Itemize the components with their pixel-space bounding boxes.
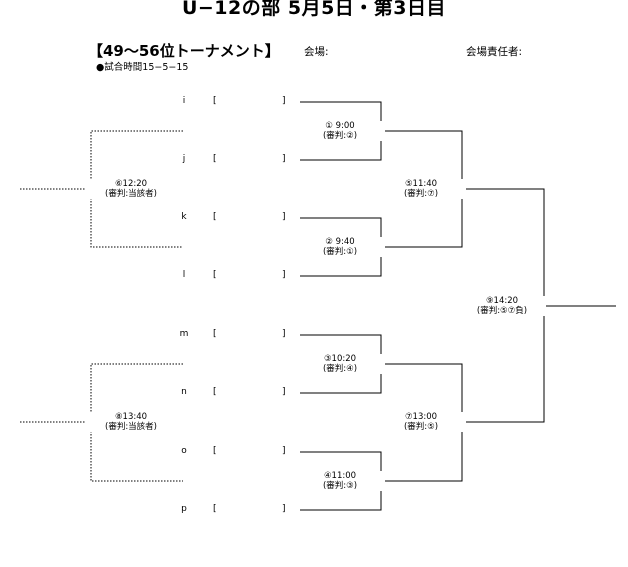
match-5-label: ⑤11:40 (審判:⑦) — [376, 179, 466, 199]
team-letter-n: n — [181, 387, 187, 397]
team-letter-l: l — [182, 270, 186, 280]
team-close-bracket: ] — [282, 212, 286, 222]
match-referee: (審判:⑤⑦負) — [476, 306, 528, 316]
team-letter-i: i — [182, 96, 186, 106]
match-time: ① 9:00 — [325, 121, 355, 131]
team-letter-j: j — [182, 154, 186, 164]
team-letter-m: m — [179, 329, 189, 339]
team-open-bracket: [ — [213, 270, 217, 280]
match-8-label: ⑧13:40 (審判:当該者) — [86, 412, 176, 432]
match-referee: (審判:③) — [322, 481, 358, 491]
team-open-bracket: [ — [213, 387, 217, 397]
match-referee: (審判:④) — [322, 364, 358, 374]
match-3-label: ③10:20 (審判:④) — [295, 354, 385, 374]
team-letter-p: p — [181, 504, 187, 514]
match-9-label: ⑨14:20 (審判:⑤⑦負) — [458, 296, 546, 316]
match-time: ③10:20 — [323, 354, 357, 364]
team-open-bracket: [ — [213, 96, 217, 106]
match-time-note: ●試合時間15−5−15 — [96, 62, 189, 73]
team-open-bracket: [ — [213, 329, 217, 339]
team-close-bracket: ] — [282, 154, 286, 164]
match-time: ④11:00 — [323, 471, 357, 481]
match-time: ② 9:40 — [325, 237, 355, 247]
match-time: ⑥12:20 — [114, 179, 148, 189]
venue-label: 会場: — [304, 46, 329, 58]
match-time: ⑤11:40 — [404, 179, 438, 189]
team-letter-k: k — [181, 212, 187, 222]
team-close-bracket: ] — [282, 96, 286, 106]
team-close-bracket: ] — [282, 270, 286, 280]
team-letter-o: o — [181, 446, 187, 456]
match-1-label: ① 9:00 (審判:②) — [295, 121, 385, 141]
match-referee: (審判:当該者) — [105, 422, 157, 432]
bracket-title: 【49〜56位トーナメント】 — [88, 42, 280, 60]
match-2-label: ② 9:40 (審判:①) — [295, 237, 385, 257]
team-close-bracket: ] — [282, 387, 286, 397]
match-6-label: ⑥12:20 (審判:当該者) — [86, 179, 176, 199]
match-time: ⑧13:40 — [114, 412, 148, 422]
match-referee: (審判:当該者) — [105, 189, 157, 199]
team-close-bracket: ] — [282, 329, 286, 339]
match-time: ⑨14:20 — [485, 296, 519, 306]
team-close-bracket: ] — [282, 504, 286, 514]
match-referee: (審判:⑤) — [403, 422, 439, 432]
team-open-bracket: [ — [213, 446, 217, 456]
team-open-bracket: [ — [213, 154, 217, 164]
page-title: U−12の部 5月5日・第3日目 — [181, 0, 447, 19]
match-4-label: ④11:00 (審判:③) — [295, 471, 385, 491]
match-time: ⑦13:00 — [404, 412, 438, 422]
team-open-bracket: [ — [213, 504, 217, 514]
team-open-bracket: [ — [213, 212, 217, 222]
match-referee: (審判:⑦) — [403, 189, 439, 199]
match-referee: (審判:①) — [322, 247, 358, 257]
team-close-bracket: ] — [282, 446, 286, 456]
match-referee: (審判:②) — [322, 131, 358, 141]
match-7-label: ⑦13:00 (審判:⑤) — [376, 412, 466, 432]
venue-manager-label: 会場責任者: — [466, 46, 523, 58]
